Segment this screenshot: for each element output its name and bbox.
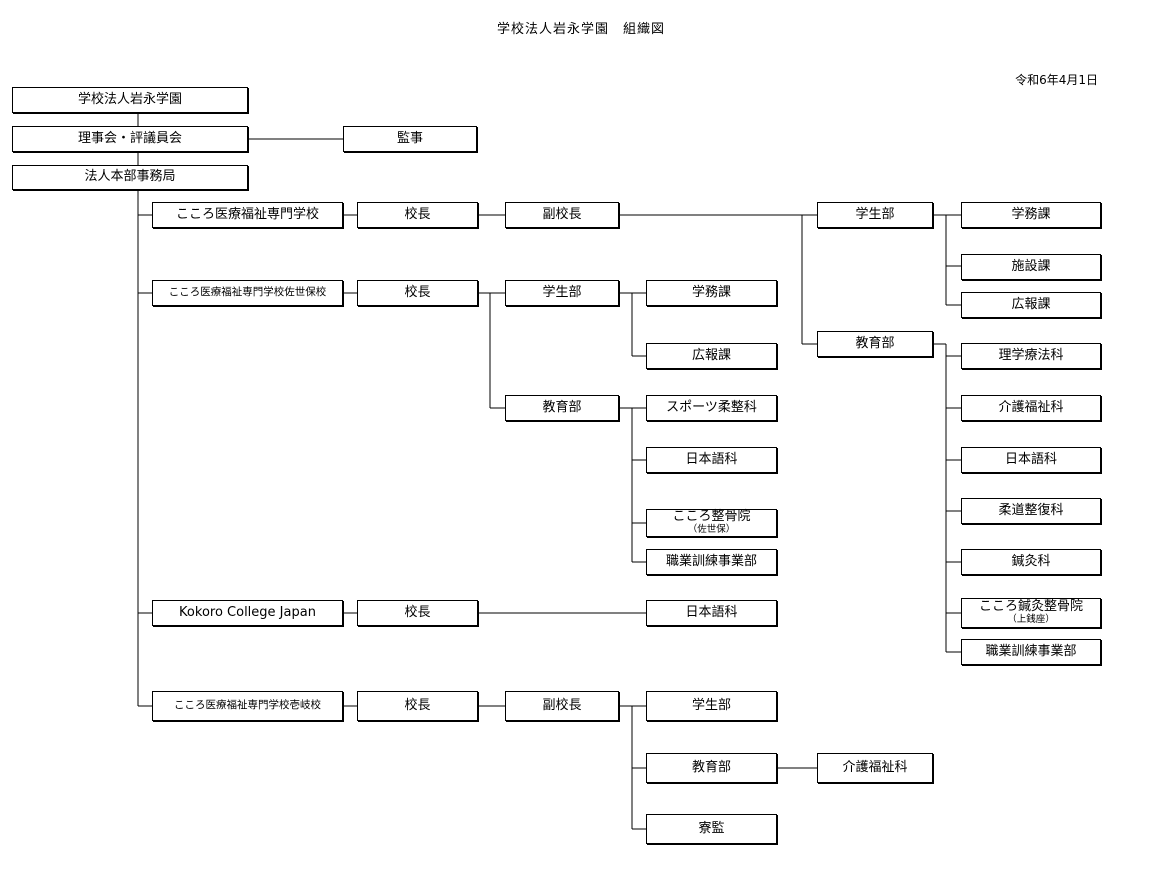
auditor-label: 監事 — [396, 130, 423, 146]
school2-education-dept-box: 教育部 — [505, 395, 619, 421]
school2-academic-affairs-box: 学務課 — [646, 280, 777, 306]
school4-principal-label: 校長 — [404, 697, 431, 713]
school1-principal-box: 校長 — [357, 202, 478, 228]
chart-title: 学校法人岩永学園 組織図 — [496, 22, 665, 37]
school3-label: Kokoro College Japan — [179, 604, 316, 620]
school1-education-dept-box: 教育部 — [817, 331, 933, 357]
school3-japanese-course-label: 日本語科 — [685, 604, 738, 620]
school1-judo-course-box: 柔道整復科 — [961, 498, 1101, 524]
school4-student-dept-label: 学生部 — [691, 697, 731, 713]
school2-principal-label: 校長 — [404, 284, 431, 300]
board-label: 理事会・評議員会 — [77, 130, 182, 146]
school2-label: こころ医療福祉専門学校佐世保校 — [168, 286, 327, 299]
school4-label: こころ医療福祉専門学校壱岐校 — [174, 699, 321, 712]
auditor-box: 監事 — [343, 126, 477, 152]
school1-academic-affairs-box: 学務課 — [961, 202, 1101, 228]
school4-dorm-supervisor-box: 寮監 — [646, 814, 777, 844]
school2-principal-box: 校長 — [357, 280, 478, 306]
school2-pr-box: 広報課 — [646, 343, 777, 369]
school1-facilities-box: 施設課 — [961, 254, 1101, 280]
school4-student-dept-box: 学生部 — [646, 691, 777, 721]
school4-care-course-box: 介護福祉科 — [817, 753, 933, 783]
school4-vice-principal-box: 副校長 — [505, 691, 619, 721]
school1-facilities-label: 施設課 — [1011, 258, 1051, 274]
school2-sports-course-box: スポーツ柔整科 — [646, 395, 777, 421]
school1-vice-principal-label: 副校長 — [542, 206, 582, 222]
school1-judo-course-label: 柔道整復科 — [998, 502, 1064, 518]
school1-acupuncture-course-label: 鍼灸科 — [1011, 553, 1051, 569]
school2-vocational-box: 職業訓練事業部 — [646, 549, 777, 575]
corporation-label: 学校法人岩永学園 — [77, 91, 182, 107]
school2-student-dept-box: 学生部 — [505, 280, 619, 306]
board-box: 理事会・評議員会 — [12, 126, 248, 152]
hq-office-label: 法人本部事務局 — [84, 169, 176, 185]
school2-japanese-course-box: 日本語科 — [646, 447, 777, 473]
hq-office-box: 法人本部事務局 — [12, 165, 248, 190]
school2-clinic-box: こころ整骨院（佐世保） — [646, 509, 777, 537]
school1-clinic-label: こころ鍼灸整骨院 — [978, 599, 1083, 615]
corporation-box: 学校法人岩永学園 — [12, 87, 248, 113]
date-label: 令和6年4月1日 — [1015, 73, 1098, 87]
school1-pt-course-label: 理学療法科 — [998, 347, 1064, 363]
school1-vocational-box: 職業訓練事業部 — [961, 639, 1101, 665]
school1-care-course-label: 介護福祉科 — [998, 399, 1064, 415]
school4-vice-principal-label: 副校長 — [542, 697, 582, 713]
school1-education-dept-label: 教育部 — [855, 335, 895, 351]
school2-pr-label: 広報課 — [691, 347, 731, 363]
school1-student-dept-label: 学生部 — [855, 206, 895, 222]
school4-box: こころ医療福祉専門学校壱岐校 — [152, 691, 343, 721]
school2-academic-affairs-label: 学務課 — [691, 284, 731, 300]
school3-japanese-course-box: 日本語科 — [646, 600, 777, 626]
school1-care-course-box: 介護福祉科 — [961, 395, 1101, 421]
school1-japanese-course-box: 日本語科 — [961, 447, 1101, 473]
school1-acupuncture-course-box: 鍼灸科 — [961, 549, 1101, 575]
school1-japanese-course-label: 日本語科 — [1004, 451, 1057, 467]
school2-education-dept-label: 教育部 — [542, 399, 582, 415]
school1-academic-affairs-label: 学務課 — [1011, 206, 1051, 222]
school2-sports-course-label: スポーツ柔整科 — [666, 399, 757, 415]
school4-dorm-supervisor-label: 寮監 — [698, 820, 725, 836]
school1-pr-label: 広報課 — [1011, 296, 1051, 312]
school1-box: こころ医療福祉専門学校 — [152, 202, 343, 228]
school2-clinic-location: （佐世保） — [687, 524, 736, 536]
school1-clinic-box: こころ鍼灸整骨院（上銭座） — [961, 598, 1101, 628]
school4-education-dept-box: 教育部 — [646, 753, 777, 783]
school2-vocational-label: 職業訓練事業部 — [665, 553, 757, 569]
school2-japanese-course-label: 日本語科 — [685, 451, 738, 467]
school1-clinic-location: （上銭座） — [1007, 614, 1055, 626]
school1-principal-label: 校長 — [404, 206, 431, 222]
school2-box: こころ医療福祉専門学校佐世保校 — [152, 280, 343, 306]
school3-principal-label: 校長 — [404, 604, 431, 620]
school1-pt-course-box: 理学療法科 — [961, 343, 1101, 369]
school1-vice-principal-box: 副校長 — [505, 202, 619, 228]
school1-label: こころ医療福祉専門学校 — [175, 206, 319, 222]
school4-care-course-label: 介護福祉科 — [842, 759, 908, 775]
school1-vocational-label: 職業訓練事業部 — [985, 643, 1077, 659]
school3-principal-box: 校長 — [357, 600, 478, 626]
school2-clinic-label: こころ整骨院 — [672, 509, 751, 525]
school4-principal-box: 校長 — [357, 691, 478, 721]
school1-student-dept-box: 学生部 — [817, 202, 933, 228]
school2-student-dept-label: 学生部 — [542, 284, 582, 300]
school1-pr-box: 広報課 — [961, 292, 1101, 318]
school3-box: Kokoro College Japan — [152, 600, 343, 626]
school4-education-dept-label: 教育部 — [691, 759, 731, 775]
